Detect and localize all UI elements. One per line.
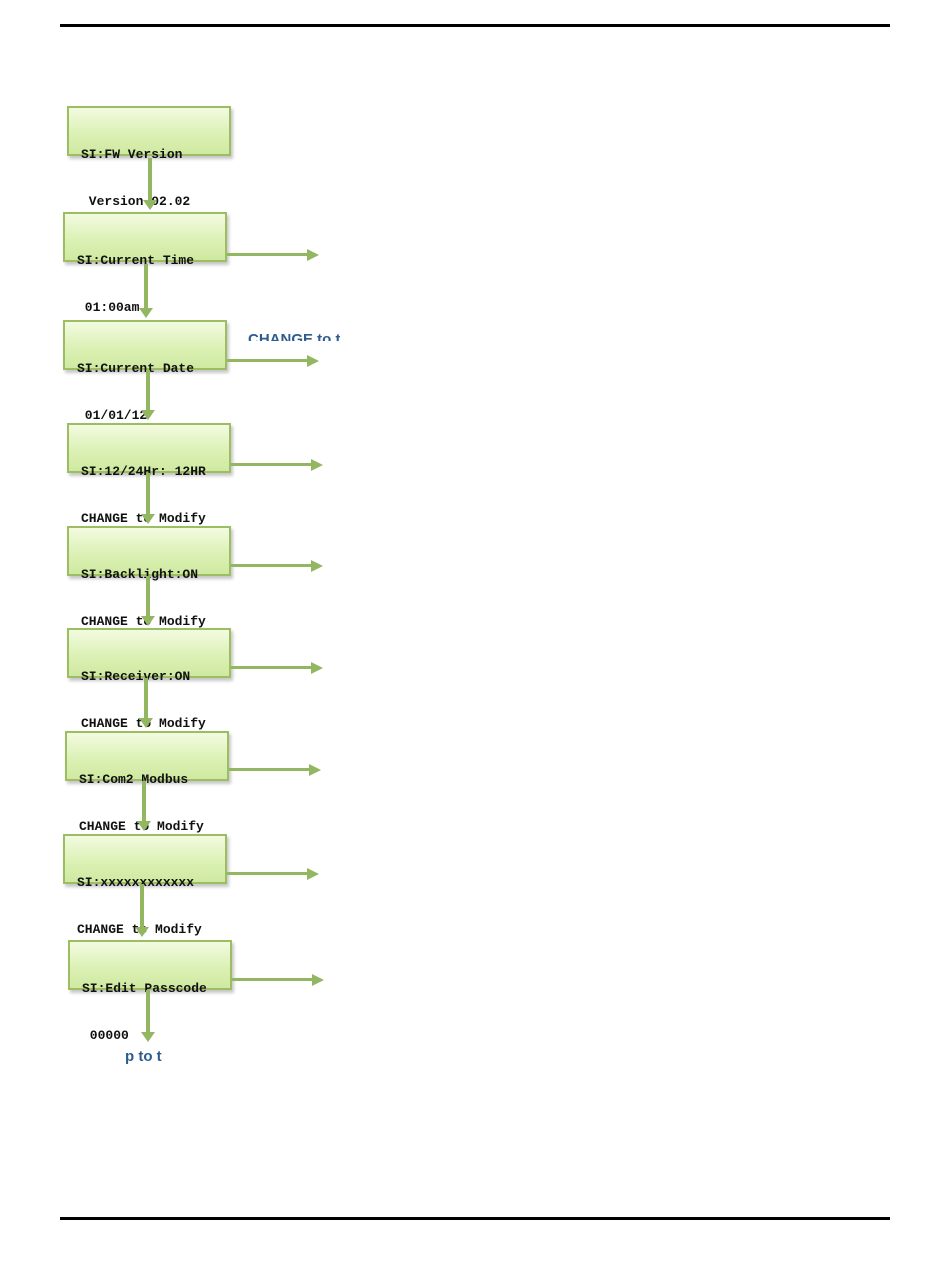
down-connector xyxy=(148,158,152,200)
right-arrow-icon xyxy=(312,973,324,986)
lcd-line-1: SI:xxxxxxxxxxxx xyxy=(77,875,195,890)
down-arrow-icon xyxy=(141,514,155,524)
lcd-line-1: SI:Current Date xyxy=(77,361,195,376)
down-arrow-icon xyxy=(141,1032,155,1042)
lcd-screen-receiver: SI:Receiver:ON CHANGE to Modify xyxy=(67,628,231,731)
lcd-line-2: CHANGE to Modify xyxy=(81,510,206,526)
down-connector xyxy=(146,576,150,616)
right-arrow-icon xyxy=(307,867,319,880)
down-arrow-icon xyxy=(137,821,151,831)
down-connector xyxy=(142,781,146,821)
right-arrow-icon xyxy=(309,763,321,776)
lcd-line-2: CHANGE to Modify xyxy=(79,818,204,834)
lcd-screen-12-24hr: SI:12/24Hr: 12HR CHANGE to Modify xyxy=(67,423,231,526)
lcd-line-1: SI:12/24Hr: 12HR xyxy=(81,464,206,479)
down-arrow-icon xyxy=(139,718,153,728)
down-arrow-icon xyxy=(143,200,157,210)
right-connector xyxy=(231,463,311,466)
bottom-note-fragment: p to t xyxy=(125,1048,169,1070)
lcd-screen-backlight: SI:Backlight:ON CHANGE to Modify xyxy=(67,526,231,629)
date-note-fragment: CHANGE to t xyxy=(248,331,340,341)
bottom-note-text: p to t xyxy=(125,1048,162,1065)
right-connector xyxy=(229,768,309,771)
lcd-line-2: Version 02.02 xyxy=(81,193,191,209)
lcd-screen-edit-passcode: SI:Edit Passcode 00000 xyxy=(68,940,232,1043)
down-arrow-icon xyxy=(141,410,155,420)
lcd-line-2: CHANGE to Modify xyxy=(77,921,202,937)
lcd-screen-current-time: SI:Current Time 01:00am xyxy=(63,212,227,315)
down-arrow-icon xyxy=(139,308,153,318)
lcd-line-1: SI:Receiver:ON xyxy=(81,669,191,684)
right-connector xyxy=(232,978,312,981)
lcd-line-1: SI:Edit Passcode xyxy=(82,981,207,996)
right-arrow-icon xyxy=(307,248,319,261)
right-connector xyxy=(227,872,307,875)
down-connector xyxy=(146,990,150,1032)
down-connector xyxy=(144,678,148,718)
date-note-text: CHANGE to t xyxy=(248,331,340,341)
down-arrow-icon xyxy=(135,927,149,937)
right-arrow-icon xyxy=(311,559,323,572)
bottom-rule xyxy=(60,1217,890,1220)
lcd-line-2: CHANGE to Modify xyxy=(81,715,206,731)
lcd-line-2: 00000 xyxy=(82,1027,129,1043)
down-connector xyxy=(144,264,148,308)
right-connector xyxy=(231,564,311,567)
lcd-line-2: CHANGE to Modify xyxy=(81,613,206,629)
lcd-line-1: SI:FW Version xyxy=(81,147,183,162)
down-connector xyxy=(146,473,150,514)
down-connector xyxy=(146,370,150,410)
lcd-screen-placeholder: SI:xxxxxxxxxxxx CHANGE to Modify xyxy=(63,834,227,937)
right-connector xyxy=(227,253,307,256)
lcd-screen-fw-version: SI:FW Version Version 02.02 xyxy=(67,106,231,209)
down-arrow-icon xyxy=(141,616,155,626)
right-connector xyxy=(231,666,311,669)
lcd-screen-com2-modbus: SI:Com2 Modbus CHANGE to Modify xyxy=(65,731,229,834)
top-rule xyxy=(60,24,890,27)
lcd-line-2: 01:00am xyxy=(77,299,140,315)
right-arrow-icon xyxy=(311,661,323,674)
lcd-line-1: SI:Backlight:ON xyxy=(81,567,199,582)
right-connector xyxy=(227,359,307,362)
lcd-line-1: SI:Current Time xyxy=(77,253,195,268)
lcd-screen-current-date: SI:Current Date 01/01/12 xyxy=(63,320,227,423)
right-arrow-icon xyxy=(307,354,319,367)
right-arrow-icon xyxy=(311,458,323,471)
down-connector xyxy=(140,884,144,927)
lcd-line-2: 01/01/12 xyxy=(77,407,148,423)
lcd-line-1: SI:Com2 Modbus xyxy=(79,772,189,787)
